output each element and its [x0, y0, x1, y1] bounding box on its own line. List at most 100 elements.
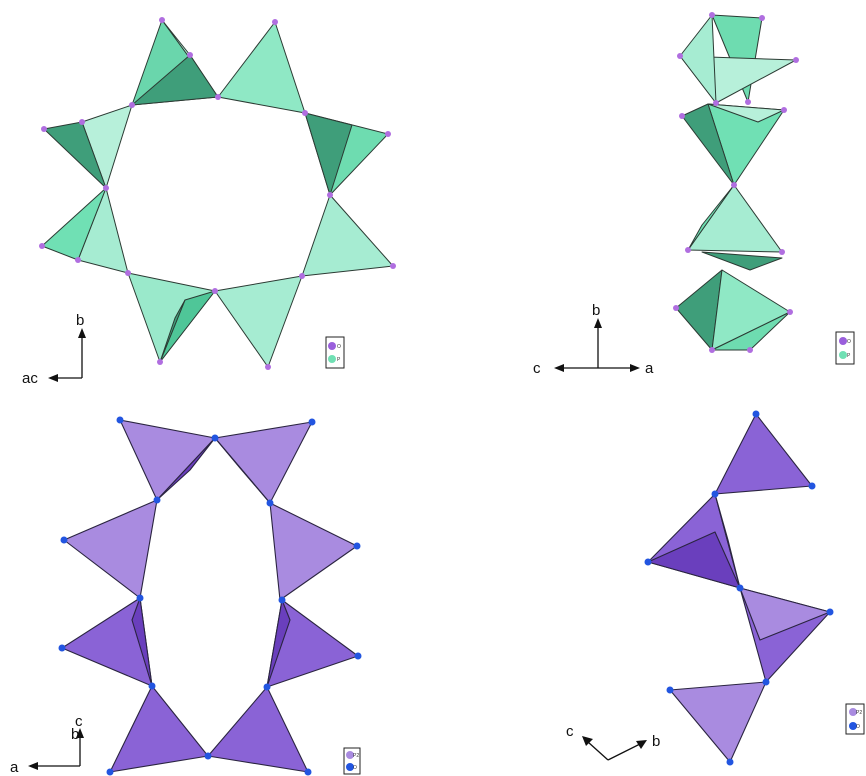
atom-o — [327, 192, 333, 198]
legend-swatch-o — [839, 337, 847, 345]
tetra-face — [687, 184, 735, 251]
tetra-face — [156, 437, 216, 501]
atom-o — [644, 558, 652, 566]
legend-label-p: P — [337, 357, 341, 363]
ring-purple-tetrahedra — [58, 416, 362, 776]
atom-o — [308, 418, 316, 426]
oxygen-atoms — [673, 12, 799, 353]
atom-o — [826, 608, 834, 616]
atom-o — [75, 257, 81, 263]
legend-label-p2: P2 — [856, 710, 862, 716]
atom-o — [736, 584, 744, 592]
atom-o — [125, 270, 131, 276]
tetra-face — [687, 184, 783, 253]
atom-o — [204, 752, 212, 760]
tetra-face — [669, 681, 767, 763]
atom-o — [385, 131, 391, 137]
atom-o — [787, 309, 793, 315]
atom-o — [779, 249, 785, 255]
atom-o — [302, 110, 308, 116]
tetra-face — [647, 531, 741, 589]
tetra-face — [714, 413, 813, 495]
atom-o — [103, 185, 109, 191]
atom-o — [781, 107, 787, 113]
atom-o — [136, 594, 144, 602]
ring-green-tetrahedra — [39, 17, 396, 370]
atom-o — [263, 683, 271, 691]
tetra-face — [159, 299, 186, 363]
legend-label-o: O — [353, 765, 357, 771]
atom-o — [793, 57, 799, 63]
legend-swatch-p — [839, 351, 847, 359]
atom-o — [673, 305, 679, 311]
chain-purple-tetrahedra — [644, 410, 834, 766]
tetra-face — [714, 493, 741, 589]
atom-o — [353, 542, 361, 550]
atom-o — [759, 15, 765, 21]
axis-label-b: b — [592, 302, 600, 319]
atom-o — [677, 53, 683, 59]
axis-label-c: c — [566, 723, 574, 740]
tetra-face — [707, 103, 785, 123]
atom-o — [266, 499, 274, 507]
axis-indicator — [554, 318, 640, 372]
legend-swatch-p2 — [849, 708, 857, 716]
axis-label-b: b — [76, 312, 84, 329]
axis-label-c: c — [75, 713, 83, 730]
axis-label-ac: ac — [22, 370, 38, 387]
atom-o — [762, 678, 770, 686]
legend-swatch-p — [328, 355, 336, 363]
tetra-face — [266, 599, 291, 688]
legend-box: O P — [325, 336, 345, 369]
panel-top-left: b ac O P — [22, 17, 396, 387]
tetra-face — [131, 597, 153, 687]
axis-label-a: a — [645, 360, 654, 377]
atom-o — [187, 52, 193, 58]
atom-o — [41, 126, 47, 132]
oxygen-atoms — [644, 410, 834, 766]
axis-label-c: c — [533, 360, 541, 377]
atom-o — [713, 100, 719, 106]
atom-o — [116, 416, 124, 424]
atom-o — [106, 768, 114, 776]
atom-o — [272, 19, 278, 25]
atom-o — [726, 758, 734, 766]
atom-o — [747, 347, 753, 353]
atom-o — [709, 347, 715, 353]
tetra-face — [681, 103, 735, 186]
legend-swatch-o — [346, 763, 354, 771]
legend-label-o: O — [856, 724, 860, 730]
axis-indicator — [28, 728, 84, 770]
atom-o — [304, 768, 312, 776]
atom-o — [211, 434, 219, 442]
tetra-face — [701, 251, 783, 271]
atom-o — [299, 273, 305, 279]
axis-indicator — [48, 328, 86, 382]
atom-o — [148, 682, 156, 690]
legend-swatch-o — [328, 342, 336, 350]
tetra-face — [679, 14, 717, 104]
atom-o — [79, 119, 85, 125]
tetra-face — [711, 311, 791, 351]
atom-o — [679, 113, 685, 119]
panel-bottom-right: c b P2 O — [566, 410, 865, 766]
atom-o — [58, 644, 66, 652]
atom-o — [129, 102, 135, 108]
tetra-face — [109, 685, 209, 773]
atom-o — [157, 359, 163, 365]
atom-o — [60, 536, 68, 544]
tetra-face — [207, 686, 309, 773]
atom-o — [39, 243, 45, 249]
tetra-face — [304, 112, 353, 196]
panel-top-right: b c a O P — [533, 12, 855, 377]
atom-o — [354, 652, 362, 660]
atom-o — [711, 490, 719, 498]
atom-o — [709, 12, 715, 18]
tetra-face — [63, 499, 158, 599]
tetra-face — [214, 421, 313, 504]
tetra-face — [127, 272, 216, 363]
tetra-face — [214, 275, 303, 368]
atom-o — [685, 247, 691, 253]
atom-o — [745, 99, 751, 105]
